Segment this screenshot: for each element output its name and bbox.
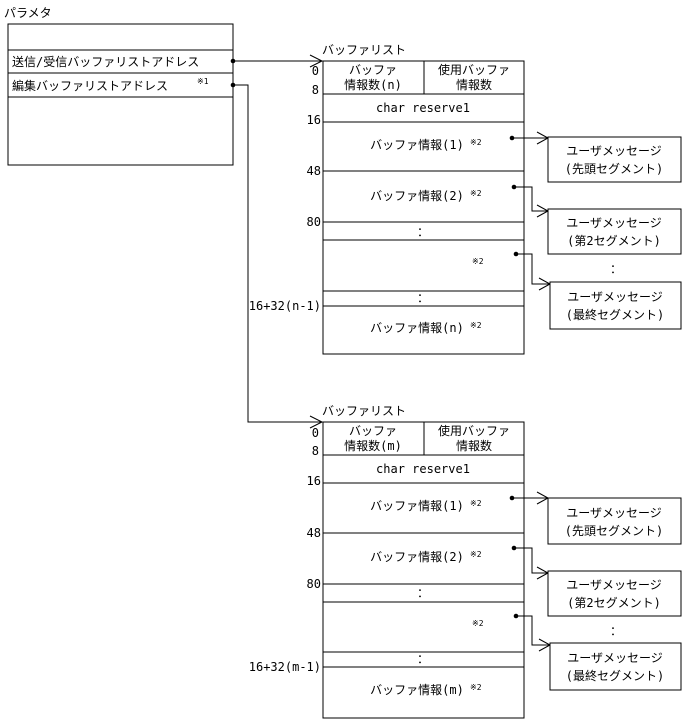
buffer-info-1-note: ※2 bbox=[470, 138, 482, 147]
header-buffer-count-line1: バッファ bbox=[349, 424, 397, 438]
header-buffer-count-line2: 情報数(n) bbox=[344, 77, 402, 92]
reserve-field: char reserve1 bbox=[376, 101, 470, 115]
user-message-line1: ユーザメッセージ bbox=[566, 216, 662, 230]
buffer-info-2-note: ※2 bbox=[470, 550, 482, 559]
header-buffer-count-line2: 情報数(m) bbox=[344, 438, 402, 453]
offset-label: 48 bbox=[307, 164, 321, 178]
offset-label: 48 bbox=[307, 526, 321, 540]
header-used-count-line1: 使用バッファ bbox=[438, 62, 510, 77]
param-block bbox=[7, 23, 234, 166]
offset-label: 0 bbox=[312, 64, 319, 78]
user-message-line2: (先頭セグメント) bbox=[565, 162, 663, 176]
buffer-info-last-note: ※2 bbox=[470, 683, 482, 692]
buffer-info-last: バッファ情報(m) bbox=[370, 683, 464, 697]
offset-label: 16 bbox=[307, 474, 321, 488]
param-title: パラメタ bbox=[4, 6, 52, 20]
buffer-list-2: バッファリスト バッファ 情報数(m) 使用バッファ 情報数 0 8 16 48… bbox=[249, 404, 682, 719]
buffer-info-1: バッファ情報(1) bbox=[370, 138, 464, 152]
offset-label: 16+32(n-1) bbox=[249, 299, 321, 313]
user-message-line2: (先頭セグメント) bbox=[565, 524, 663, 538]
reserve-field: char reserve1 bbox=[376, 462, 470, 476]
ellipsis: ： bbox=[417, 291, 429, 305]
param-connectors bbox=[230, 54, 324, 429]
ellipsis: ： bbox=[610, 262, 622, 276]
ellipsis: ： bbox=[417, 586, 429, 600]
user-message-box bbox=[547, 570, 682, 617]
buffer-list-title: バッファリスト bbox=[322, 43, 406, 57]
user-message-line1: ユーザメッセージ bbox=[566, 578, 662, 592]
user-message-line2: (第2セグメント) bbox=[567, 234, 661, 248]
offset-label: 0 bbox=[312, 426, 319, 440]
user-message-line1: ユーザメッセージ bbox=[567, 290, 663, 304]
buffer-info-2: バッファ情報(2) bbox=[370, 550, 464, 564]
ellipsis: ： bbox=[417, 652, 429, 666]
user-message-line1: ユーザメッセージ bbox=[567, 651, 663, 665]
offset-label: 16 bbox=[307, 113, 321, 127]
ellipsis: ： bbox=[610, 624, 622, 638]
buffer-list-title: バッファリスト bbox=[322, 404, 406, 418]
buffer-info-2: バッファ情報(2) bbox=[370, 189, 464, 203]
buffer-info-2-note: ※2 bbox=[470, 189, 482, 198]
header-buffer-count-line1: バッファ bbox=[349, 63, 397, 77]
user-message-line1: ユーザメッセージ bbox=[566, 506, 662, 520]
offset-label: 8 bbox=[312, 444, 319, 458]
buffer-info-note: ※2 bbox=[472, 619, 484, 628]
buffer-info-last: バッファ情報(n) bbox=[370, 321, 464, 335]
ellipsis: ： bbox=[417, 225, 429, 239]
user-message-line2: (最終セグメント) bbox=[566, 668, 664, 683]
offset-label: 16+32(m-1) bbox=[249, 660, 321, 674]
buffer-info-1-note: ※2 bbox=[470, 499, 482, 508]
user-message-box bbox=[547, 208, 682, 255]
user-message-box bbox=[549, 642, 682, 691]
buffer-info-1: バッファ情報(1) bbox=[370, 499, 464, 513]
offset-label: 80 bbox=[307, 215, 321, 229]
buffer-info-last-note: ※2 bbox=[470, 321, 482, 330]
offset-label: 80 bbox=[307, 577, 321, 591]
header-used-count-line2: 情報数 bbox=[456, 438, 492, 453]
edit-address-note: ※1 bbox=[197, 77, 209, 86]
header-used-count-line1: 使用バッファ bbox=[438, 423, 510, 438]
edit-address-label: 編集バッファリストアドレス bbox=[12, 78, 168, 93]
buffer-info-note: ※2 bbox=[472, 257, 484, 266]
buffer-list-1: バッファリスト バッファ 情報数(n) 使用バッファ 情報数 0 8 16 48… bbox=[249, 43, 682, 355]
header-used-count-line2: 情報数 bbox=[456, 77, 492, 92]
user-message-box bbox=[547, 497, 682, 545]
user-message-box bbox=[549, 281, 682, 330]
offset-label: 8 bbox=[312, 83, 319, 97]
user-message-line2: (第2セグメント) bbox=[567, 596, 661, 610]
send-recv-address-label: 送信/受信バッファリストアドレス bbox=[12, 54, 199, 69]
user-message-line1: ユーザメッセージ bbox=[566, 144, 662, 158]
user-message-box bbox=[547, 136, 682, 183]
user-message-line2: (最終セグメント) bbox=[566, 307, 664, 322]
